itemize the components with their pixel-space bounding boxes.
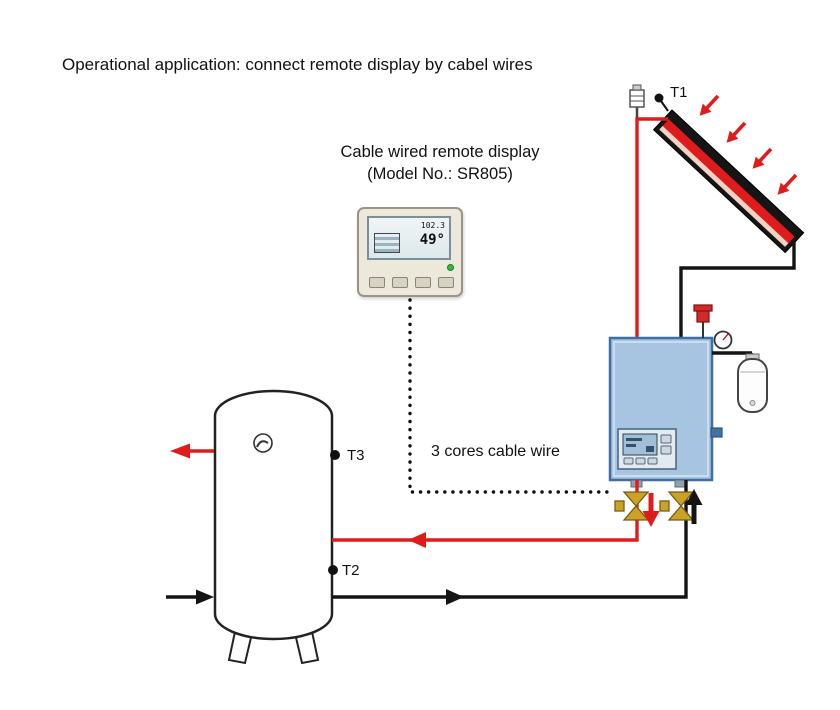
display-button — [438, 277, 454, 288]
display-button — [415, 277, 431, 288]
safety-valve-group — [693, 304, 768, 413]
label-cable-note: 3 cores cable wire — [431, 443, 560, 460]
air-vent-icon — [629, 84, 645, 120]
valve-cold-icon — [659, 491, 695, 521]
cold-water-inlet-arrow — [166, 589, 214, 605]
display-temp-value: 49° — [419, 232, 445, 248]
pipe-cold-collector — [679, 242, 796, 338]
page-title: Operational application: connect remote … — [62, 55, 533, 74]
sensor-t2 — [328, 565, 338, 575]
cable-dotted-line — [408, 298, 614, 494]
label-t3: T3 — [347, 447, 365, 464]
caption-line-2: (Model No.: SR805) — [367, 165, 513, 183]
display-buttons — [369, 277, 454, 288]
sun-ray-arrow — [752, 147, 773, 169]
pressure-gauge-icon — [713, 330, 733, 350]
label-t2: T2 — [342, 562, 360, 579]
pipe-hot-supply — [332, 480, 639, 542]
flow-arrow-hot-left — [408, 532, 426, 548]
display-led — [447, 264, 454, 271]
controller-display — [617, 428, 677, 470]
storage-tank — [213, 389, 334, 665]
display-button — [369, 277, 385, 288]
safety-valve-icon — [696, 309, 710, 323]
remote-display-caption: Cable wired remote display (Model No.: S… — [290, 141, 590, 185]
tank-coil-symbol — [253, 433, 273, 453]
sun-ray-arrow — [777, 173, 798, 195]
sensor-t1 — [654, 93, 669, 112]
solar-collector — [652, 109, 805, 254]
display-screen: 102.3 49° — [367, 216, 451, 260]
sun-rays — [699, 94, 798, 195]
display-flow-value: 102.3 — [420, 221, 445, 230]
hot-water-outlet-arrow — [170, 443, 214, 459]
sun-ray-arrow — [726, 121, 747, 143]
pipe-hot-collector — [635, 117, 668, 338]
label-t1: T1 — [670, 84, 688, 101]
expansion-vessel — [737, 353, 768, 413]
tank-body — [213, 389, 334, 641]
controller-station — [608, 336, 723, 488]
drain-tap — [710, 427, 723, 438]
valve-hot-icon — [614, 491, 650, 521]
caption-line-1: Cable wired remote display — [340, 143, 540, 161]
display-button — [392, 277, 408, 288]
display-tank-graphic — [374, 233, 400, 253]
sun-ray-arrow — [699, 94, 720, 116]
sensor-t3 — [330, 450, 340, 460]
flow-arrow-down-icon — [642, 493, 660, 527]
flow-arrow-up-icon — [685, 489, 703, 524]
remote-display-device: 102.3 49° — [357, 207, 463, 297]
flow-arrow-cold-right — [446, 589, 464, 605]
